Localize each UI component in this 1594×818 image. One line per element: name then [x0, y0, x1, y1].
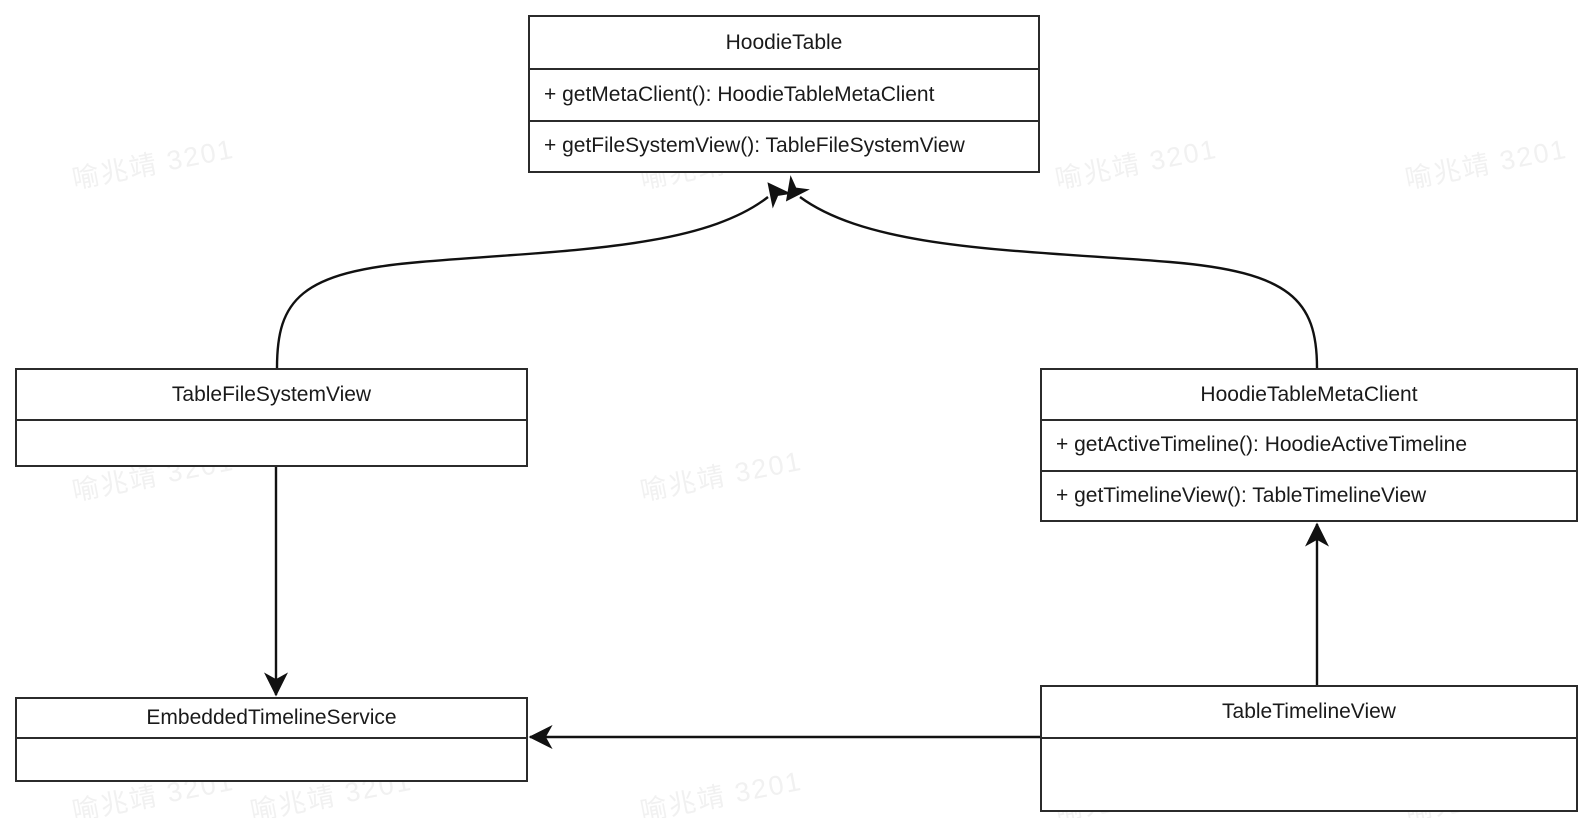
uml-member: + getActiveTimeline(): HoodieActiveTimel… [1056, 433, 1468, 457]
relation-htmc-to-hoodietable [785, 175, 1319, 369]
uml-class-name-table-timeline-view: TableTimelineView [1042, 687, 1576, 739]
uml-class-table-timeline-view[interactable]: TableTimelineView [1040, 685, 1578, 812]
watermark-text: 喻兆靖 3201 [1402, 133, 1570, 195]
watermark-text: 喻兆靖 3201 [1052, 133, 1220, 195]
uml-member: + getTimelineView(): TableTimelineView [1042, 469, 1576, 521]
uml-class-name-hoodie-table: HoodieTable [530, 17, 1038, 70]
uml-members-table-file-system-view [17, 421, 526, 516]
watermark-text: 喻兆靖 3201 [69, 133, 237, 195]
uml-members-hoodie-table: + getMetaClient(): HoodieTableMetaClient… [530, 70, 1038, 171]
uml-members-table-timeline-view [1042, 739, 1576, 818]
uml-members-embedded-timeline-service [17, 739, 526, 818]
uml-class-embedded-timeline-service[interactable]: EmbeddedTimelineService [15, 697, 528, 782]
uml-class-name-embedded-timeline-service: EmbeddedTimelineService [17, 699, 526, 739]
uml-class-name-table-file-system-view: TableFileSystemView [17, 370, 526, 421]
uml-class-name-hoodie-table-meta-client: HoodieTableMetaClient [1042, 370, 1576, 421]
uml-class-hoodie-table-meta-client[interactable]: HoodieTableMetaClient + getActiveTimeline… [1040, 368, 1578, 522]
uml-class-table-file-system-view[interactable]: TableFileSystemView [15, 368, 528, 467]
watermark-text: 喻兆靖 3201 [637, 765, 805, 818]
uml-member: + getFileSystemView(): TableFileSystemVi… [530, 119, 1038, 172]
uml-members-hoodie-table-meta-client: + getActiveTimeline(): HoodieActiveTimel… [1042, 421, 1576, 520]
watermark-text: 喻兆靖 3201 [637, 445, 805, 507]
uml-class-hoodie-table[interactable]: HoodieTable+ getMetaClient(): HoodieTabl… [528, 15, 1040, 173]
relation-tfsv-to-hoodietable [275, 182, 792, 369]
uml-member: + getMetaClient(): HoodieTableMetaClient [544, 82, 935, 106]
